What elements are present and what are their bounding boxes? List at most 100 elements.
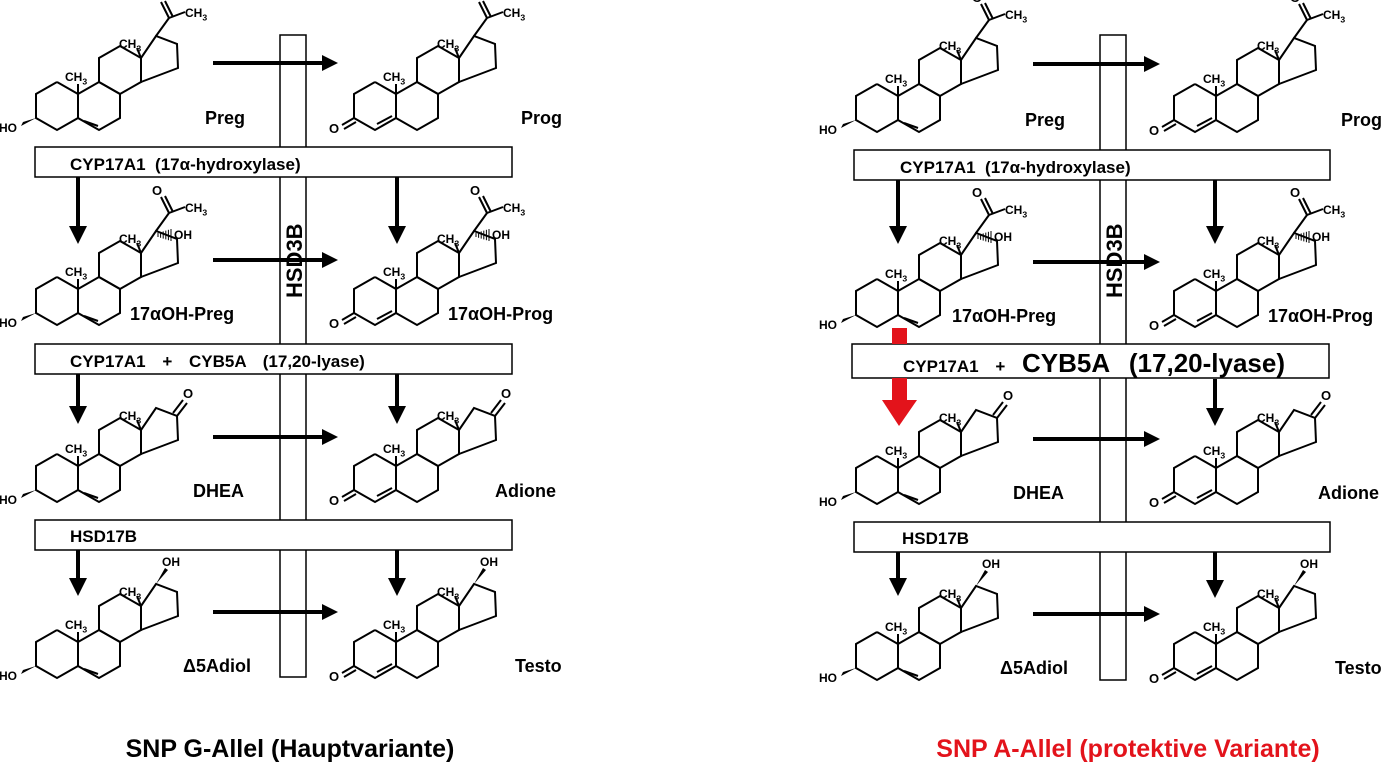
methyl-c18-label: CH3 [939, 234, 961, 251]
methyl-c19-label: CH3 [65, 618, 87, 635]
panel-g-allel: HSD3B [0, 0, 562, 763]
methyl-c18-label: CH3 [939, 587, 961, 604]
compound-17ohprog: 17αOH-Prog [1268, 306, 1373, 326]
methyl-c18-label: CH3 [1257, 234, 1279, 251]
horizontal-arrows [213, 55, 338, 620]
methyl-c18-label: CH3 [119, 585, 141, 602]
methyl-c18-label: CH3 [939, 39, 961, 56]
c20-keto-label: O [470, 0, 480, 3]
methyl-c19-label: CH3 [383, 442, 405, 459]
methyl-c19-label: CH3 [65, 70, 87, 87]
c17-keto-label: O [1321, 388, 1331, 403]
c3-hydroxy-label: HO [819, 318, 837, 332]
c20-keto-label: O [470, 183, 480, 198]
c3-hydroxy-label: HO [819, 495, 837, 509]
c17-hydroxy-label: OH [982, 557, 1000, 571]
compound-17ohpreg: 17αOH-Preg [952, 306, 1056, 326]
c17-hydroxy-label: OH [994, 230, 1012, 244]
methyl-c18-label: CH3 [119, 409, 141, 426]
methyl-c21-label: CH3 [503, 201, 525, 218]
c3-hydroxy-label: HO [0, 121, 17, 135]
c3-keto-label: O [1149, 671, 1159, 686]
methyl-c18-label: CH3 [437, 232, 459, 249]
compound-dhea: DHEA [193, 481, 244, 501]
methyl-c21-label: CH3 [1005, 203, 1027, 220]
methyl-c18-label: CH3 [1257, 39, 1279, 56]
molecule-structures: CH3CH3HOOCH3CH3CH3OOCH3CH3CH3HOOCH3OHCH3… [0, 0, 525, 684]
vertical-arrows [69, 175, 406, 596]
methyl-c19-label: CH3 [1203, 620, 1225, 637]
methyl-c18-label: CH3 [119, 232, 141, 249]
c17-hydroxy-label: OH [1300, 557, 1318, 571]
compound-adiol: Δ5Adiol [1000, 658, 1068, 678]
compound-prog: Prog [1341, 110, 1382, 130]
c3-keto-label: O [329, 121, 339, 136]
enzyme-cyp17a1-hydroxylase: CYP17A1 (17α-hydroxylase) [70, 155, 301, 174]
c17-hydroxy-label: OH [480, 555, 498, 569]
methyl-c18-label: CH3 [1257, 587, 1279, 604]
methyl-c21-label: CH3 [1005, 8, 1027, 25]
methyl-c19-label: CH3 [65, 442, 87, 459]
methyl-c21-label: CH3 [1323, 8, 1345, 25]
methyl-c19-label: CH3 [383, 70, 405, 87]
vertical-arrows [889, 175, 1224, 598]
c3-keto-label: O [329, 493, 339, 508]
c3-keto-label: O [1149, 495, 1159, 510]
compound-adiol: Δ5Adiol [183, 656, 251, 676]
c17-keto-label: O [183, 386, 193, 401]
enzyme-hsd17b: HSD17B [902, 529, 969, 548]
compound-labels: Preg Prog 17αOH-Preg 17αOH-Prog DHEA Adi… [130, 108, 562, 676]
compound-prog: Prog [521, 108, 562, 128]
compound-testo: Testo [1335, 658, 1382, 678]
methyl-c19-label: CH3 [1203, 72, 1225, 89]
c17-hydroxy-label: OH [162, 555, 180, 569]
methyl-c19-label: CH3 [383, 618, 405, 635]
methyl-c19-label: CH3 [885, 267, 907, 284]
c17-hydroxy-label: OH [492, 228, 510, 242]
compound-preg: Preg [205, 108, 245, 128]
methyl-c18-label: CH3 [437, 409, 459, 426]
compound-adione: Adione [495, 481, 556, 501]
c17-hydroxy-label: OH [174, 228, 192, 242]
c3-hydroxy-label: HO [0, 493, 17, 507]
compound-dhea: DHEA [1013, 483, 1064, 503]
compound-adione: Adione [1318, 483, 1379, 503]
methyl-c18-label: CH3 [437, 37, 459, 54]
compound-labels: Preg Prog 17αOH-Preg 17αOH-Prog DHEA Adi… [952, 110, 1382, 678]
c3-hydroxy-label: HO [0, 669, 17, 683]
c3-hydroxy-label: HO [0, 316, 17, 330]
methyl-c19-label: CH3 [885, 620, 907, 637]
methyl-c18-label: CH3 [1257, 411, 1279, 428]
methyl-c19-label: CH3 [1203, 444, 1225, 461]
c20-keto-label: O [972, 185, 982, 200]
c20-keto-label: O [152, 0, 162, 3]
c3-keto-label: O [1149, 123, 1159, 138]
methyl-c21-label: CH3 [185, 201, 207, 218]
enzyme-cyp17a1-hydroxylase: CYP17A1 (17α-hydroxylase) [900, 158, 1131, 177]
panel-caption: SNP A-Allel (protektive Variante) [936, 735, 1319, 763]
methyl-c19-label: CH3 [885, 72, 907, 89]
methyl-c19-label: CH3 [885, 444, 907, 461]
panel-caption: SNP G-Allel (Hauptvariante) [126, 735, 455, 763]
panel-a-allel: HSD3B [819, 0, 1382, 763]
methyl-c19-label: CH3 [383, 265, 405, 282]
enzyme-hsd17b: HSD17B [70, 527, 137, 546]
enzyme-boxes: CYP17A1 (17α-hydroxylase) CYP17A1 + CYB5… [34, 146, 513, 551]
enzyme-cyp17a1-lyase: CYP17A1 + CYB5A (17,20-lyase) [70, 352, 365, 371]
